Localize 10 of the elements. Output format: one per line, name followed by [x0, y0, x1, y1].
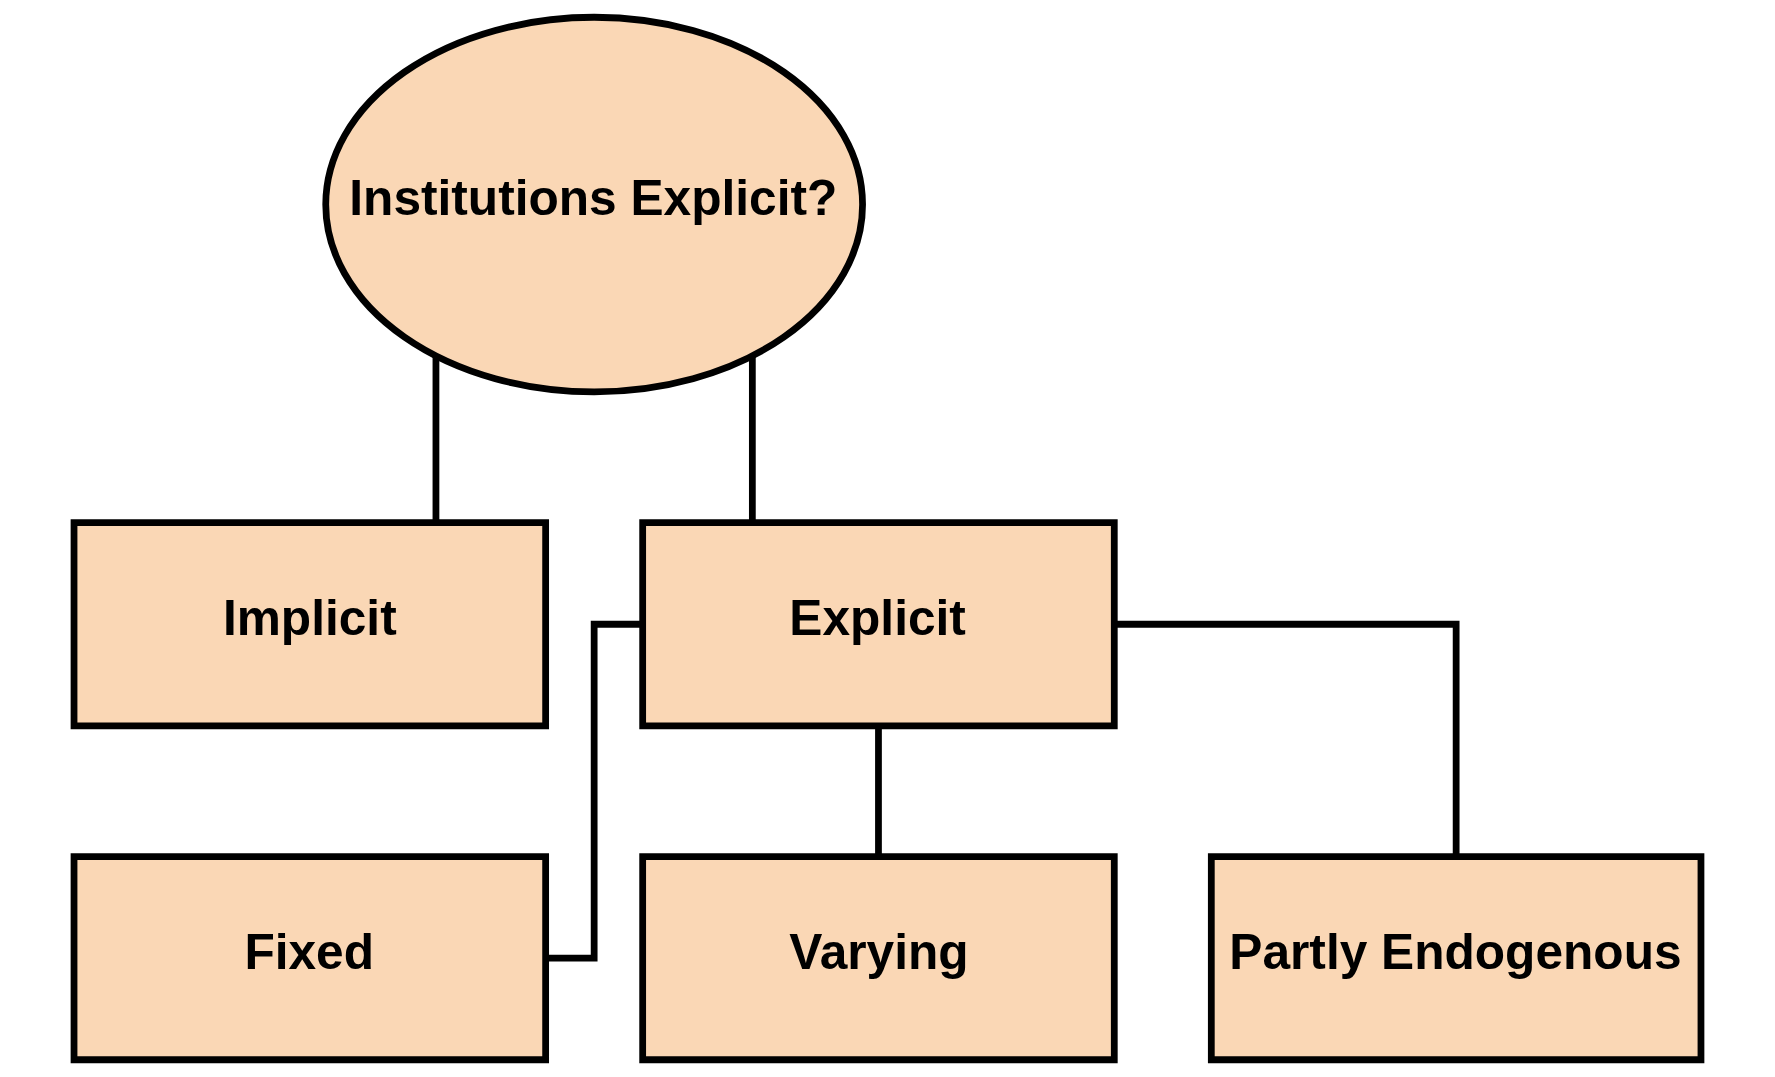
connector — [748, 356, 756, 523]
node-box: Explicit — [639, 519, 1118, 730]
node-box: Partly Endogenous — [1207, 853, 1705, 1064]
connector — [875, 726, 882, 857]
connector — [1115, 620, 1460, 857]
node-ellipse: Institutions Explicit? — [322, 13, 866, 396]
connector — [432, 356, 440, 523]
node-box: Varying — [639, 853, 1118, 1064]
node-box: Implicit — [70, 519, 550, 730]
node-box: Fixed — [70, 853, 550, 1064]
